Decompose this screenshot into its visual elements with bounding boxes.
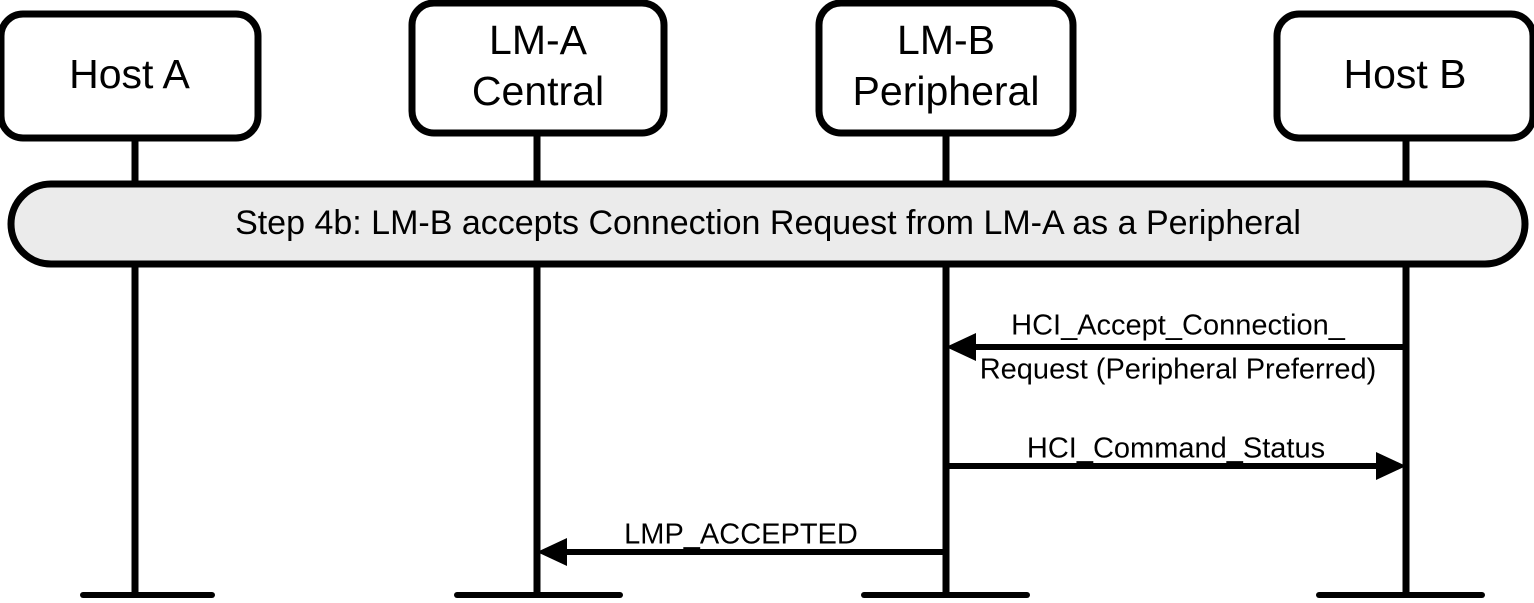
step-banner-shape [7,180,1529,268]
participant-label-line2: Central [472,68,604,114]
participant-box-shape [815,0,1077,137]
participant-label-line1: LM-B [897,17,995,63]
message-label-line1: HCI_Command_Status [1027,433,1325,465]
participant-box-lm-b-peripheral[interactable]: LM-B Peripheral [815,0,1077,137]
participant-label-line1: LM-A [489,17,588,63]
participant-box-host-a[interactable]: Host A [0,10,262,142]
message-lmp-accepted[interactable]: LMP_ACCEPTED [537,519,946,566]
message-label-line1: LMP_ACCEPTED [624,519,858,551]
message-label-line2: Request (Peripheral Preferred) [980,354,1377,386]
message-hci-accept-connection-request[interactable]: HCI_Accept_Connection_ Request (Periphera… [946,310,1406,386]
step-banner-label: Step 4b: LM-B accepts Connection Request… [235,204,1301,242]
participant-label-line1: Host A [69,51,190,97]
participant-boxes-group: Host A LM-A Central LM-B Peripheral Host B [0,0,1534,142]
message-arrowhead [537,538,567,566]
participant-box-host-b[interactable]: Host B [1273,10,1534,142]
participant-box-shape [1273,10,1534,142]
messages-group: HCI_Accept_Connection_ Request (Periphera… [537,310,1406,566]
message-label-line1: HCI_Accept_Connection_ [1011,310,1346,342]
participant-label-line1: Host B [1343,51,1466,97]
message-arrowhead [946,333,976,361]
participant-box-lm-a-central[interactable]: LM-A Central [408,0,668,137]
message-arrowhead [1376,452,1406,480]
participant-box-shape [408,0,668,137]
participant-label-line2: Peripheral [853,68,1040,114]
message-hci-command-status[interactable]: HCI_Command_Status [946,433,1406,480]
participant-box-shape [0,10,262,142]
step-banner: Step 4b: LM-B accepts Connection Request… [7,180,1529,268]
